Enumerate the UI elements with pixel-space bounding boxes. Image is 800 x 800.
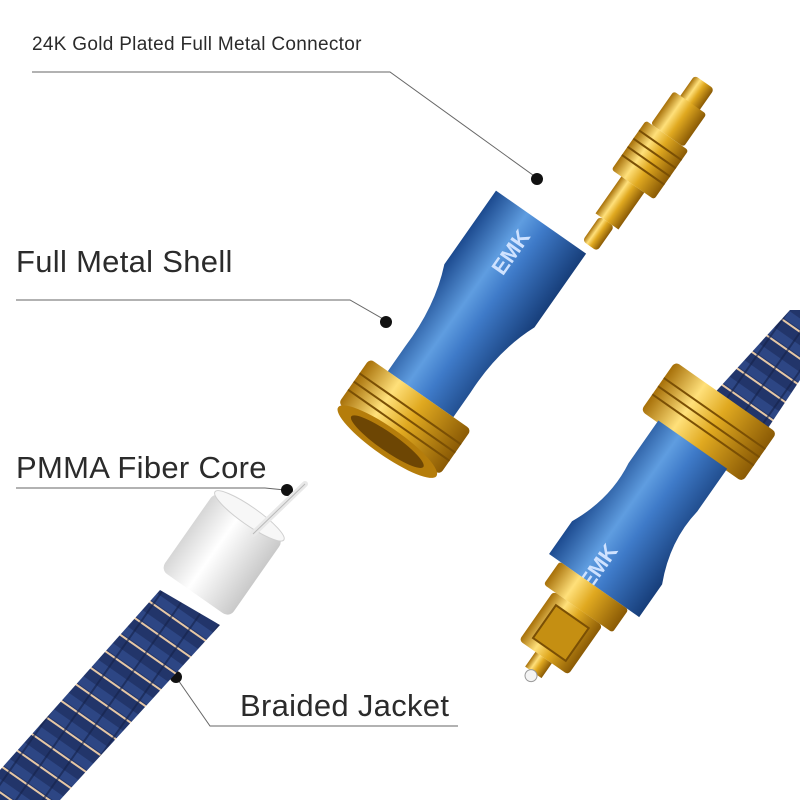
label-gold-connector: 24K Gold Plated Full Metal Connector: [32, 34, 362, 55]
label-metal-shell: Full Metal Shell: [16, 244, 233, 279]
leader-lines: [16, 71, 538, 727]
braided-cable-left: [0, 590, 220, 800]
leader-line-core: [16, 487, 286, 491]
label-fiber-core: PMMA Fiber Core: [16, 450, 267, 485]
dot-shell: [380, 316, 392, 328]
leader-line-connector: [32, 71, 538, 179]
dot-connector: [531, 173, 543, 185]
leader-dots: [170, 173, 543, 683]
leader-line-shell: [16, 299, 386, 321]
label-braided-jacket: Braided Jacket: [240, 688, 450, 723]
assembled-connector: EMK: [520, 363, 775, 683]
gold-connector-part: [583, 76, 713, 250]
leader-line-jacket: [175, 676, 458, 727]
fiber-ferrule: [163, 490, 285, 615]
metal-shell-part: EMK: [337, 190, 587, 478]
dot-core: [281, 484, 293, 496]
